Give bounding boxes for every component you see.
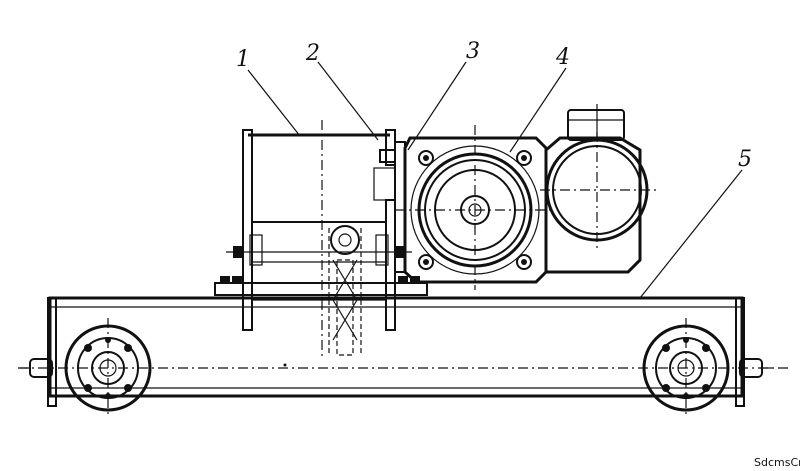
- watermark-text: SdcmsCn: [754, 456, 800, 469]
- left-wheel: [20, 318, 152, 418]
- part-label-3: 3: [466, 39, 480, 64]
- motor: [540, 104, 660, 274]
- part-label-5: 5: [738, 147, 752, 172]
- right-wheel: [642, 318, 772, 418]
- gearbox: [395, 125, 555, 290]
- part-label-1: 1: [236, 47, 250, 72]
- part-label-2: 2: [305, 41, 320, 66]
- part-label-4: 4: [555, 45, 570, 70]
- hook-pulley-block: [328, 225, 362, 356]
- hoist-drum: [226, 120, 412, 360]
- leader-lines: [247, 61, 743, 299]
